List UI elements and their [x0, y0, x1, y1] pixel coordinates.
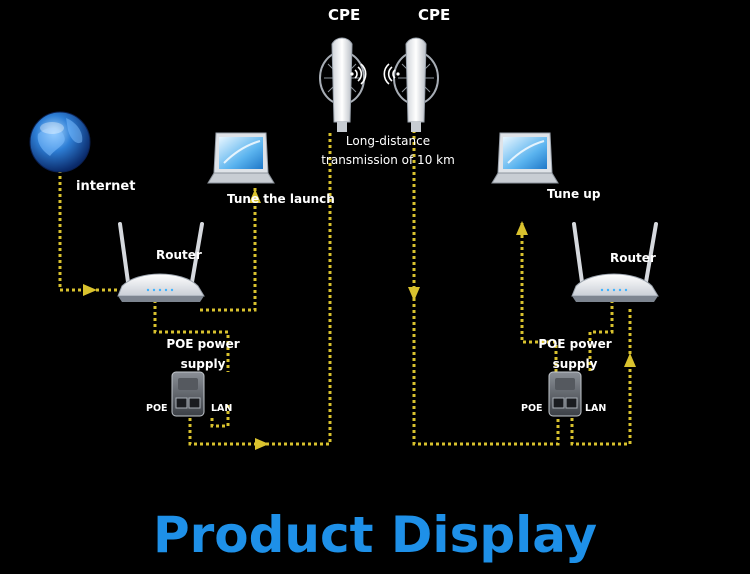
- page-title: Product Display: [152, 506, 598, 564]
- arrow-up-router-right: [624, 353, 636, 367]
- tune-launch-label: Tune the launch: [227, 192, 335, 206]
- poe-port-label-left: POE: [146, 403, 168, 414]
- cpe-label-right: CPE: [418, 6, 451, 24]
- lan-port-label-right: LAN: [585, 403, 607, 414]
- laptop-icon-right: [491, 132, 559, 184]
- cpe-label-left: CPE: [328, 6, 361, 24]
- router-label-right: Router: [610, 251, 656, 265]
- cable-poe-router-right: [520, 222, 558, 372]
- cable-router-right-poe: [588, 300, 614, 372]
- router-icon-left: [117, 222, 205, 302]
- cpe-antenna-icon-right: [393, 37, 439, 132]
- arrow-to-router-left: [83, 284, 97, 296]
- cpe-antenna-icon-left: [319, 37, 365, 132]
- cable-router-laptop-left: [200, 188, 257, 312]
- wifi-signal-icon-right: [383, 63, 400, 85]
- cable-router-poe-left: [153, 300, 230, 372]
- poe-injector-icon-left: [171, 371, 205, 417]
- poe-supply-label-right: POE power supply: [538, 337, 612, 371]
- internet-label: internet: [76, 179, 136, 194]
- arrow-to-cpe-left: [255, 438, 269, 450]
- poe-port-label-right: POE: [521, 403, 543, 414]
- poe-supply-label-left: POE power supply: [166, 337, 240, 371]
- poe-injector-icon-right: [548, 371, 582, 417]
- tune-up-label: Tune up: [547, 187, 601, 201]
- transmission-label: Long-distance transmission of 10 km: [321, 134, 455, 167]
- arrow-up-laptop-right: [516, 221, 528, 235]
- globe-icon: [29, 111, 91, 173]
- router-label-left: Router: [156, 248, 202, 262]
- wifi-signal-icon-left: [350, 63, 367, 85]
- router-icon-right: [571, 222, 659, 302]
- lan-port-label-left: LAN: [211, 403, 233, 414]
- cable-poe-right-lan: [570, 306, 632, 446]
- laptop-icon-left: [207, 132, 275, 184]
- cable-internet-router: [58, 170, 118, 292]
- arrow-down-cpe-right: [408, 287, 420, 301]
